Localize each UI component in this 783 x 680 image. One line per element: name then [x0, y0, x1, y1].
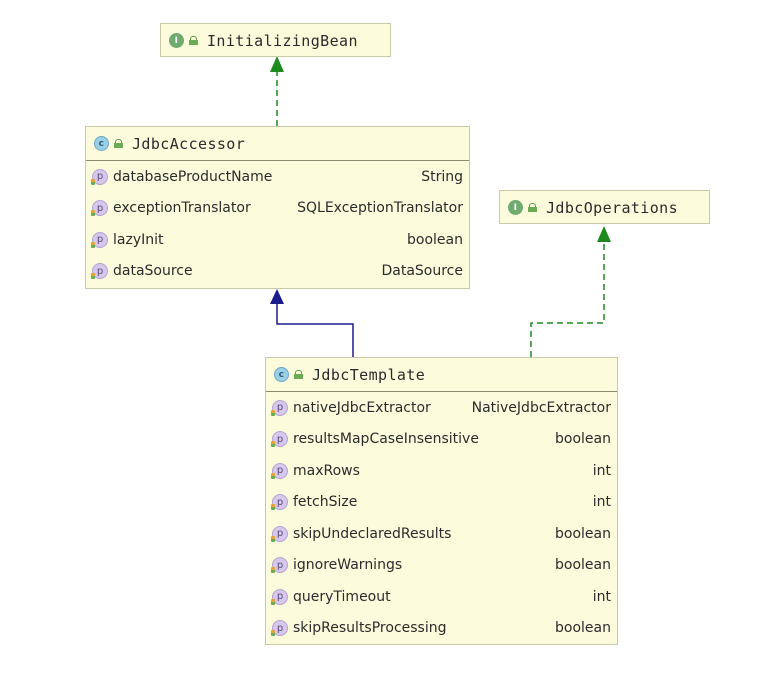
node-title-row: c JdbcAccessor [86, 127, 469, 161]
property-icon: p [271, 557, 288, 574]
public-lock-icon [528, 203, 537, 212]
class-icon: c [94, 136, 109, 151]
edge-jdbctemplate-extends-jdbcaccessor [270, 289, 354, 357]
member-row[interactable]: p lazyInit boolean [86, 224, 469, 256]
member-name: fetchSize [293, 494, 358, 511]
member-name: exceptionTranslator [113, 200, 251, 217]
member-row[interactable]: p exceptionTranslator SQLExceptionTransl… [86, 193, 469, 225]
property-icon: p [91, 231, 108, 248]
member-name: queryTimeout [293, 588, 391, 605]
member-list: p nativeJdbcExtractor NativeJdbcExtracto… [266, 392, 617, 644]
property-icon: p [271, 588, 288, 605]
member-row[interactable]: p dataSource DataSource [86, 256, 469, 288]
member-type: int [592, 588, 611, 605]
edge-jdbcaccessor-implements-initializingbean [270, 56, 284, 126]
member-row[interactable]: p resultsMapCaseInsensitive boolean [266, 424, 617, 456]
member-type: SQLExceptionTranslator [297, 200, 463, 217]
property-icon: p [91, 168, 108, 185]
node-title: InitializingBean [207, 31, 358, 50]
property-icon: p [271, 620, 288, 637]
member-name: maxRows [293, 462, 360, 479]
member-type: NativeJdbcExtractor [471, 399, 611, 416]
member-row[interactable]: p maxRows int [266, 455, 617, 487]
member-row[interactable]: p skipResultsProcessing boolean [266, 613, 617, 645]
extends-arrowhead [270, 289, 284, 304]
property-icon: p [271, 494, 288, 511]
interface-icon: I [508, 200, 523, 215]
property-icon: p [271, 399, 288, 416]
member-type: boolean [555, 620, 611, 637]
member-row[interactable]: p databaseProductName String [86, 161, 469, 193]
node-jdbcoperations[interactable]: I JdbcOperations [499, 190, 710, 224]
node-title: JdbcAccessor [132, 134, 246, 153]
member-name: resultsMapCaseInsensitive [293, 431, 479, 448]
member-row[interactable]: p queryTimeout int [266, 581, 617, 613]
member-name: dataSource [113, 263, 193, 280]
public-lock-icon [114, 139, 123, 148]
member-row[interactable]: p skipUndeclaredResults boolean [266, 518, 617, 550]
node-title: JdbcTemplate [312, 365, 426, 384]
property-icon: p [91, 263, 108, 280]
member-list: p databaseProductName String p exception… [86, 161, 469, 287]
property-icon: p [271, 462, 288, 479]
property-icon: p [271, 525, 288, 542]
property-icon: p [91, 200, 108, 217]
interface-icon: I [169, 33, 184, 48]
node-title: JdbcOperations [546, 198, 679, 217]
member-type: boolean [555, 431, 611, 448]
member-type: boolean [407, 231, 463, 248]
implements-arrowhead [270, 56, 284, 72]
member-type: int [592, 462, 611, 479]
member-type: boolean [555, 557, 611, 574]
node-jdbcaccessor[interactable]: c JdbcAccessor p databaseProductName Str… [85, 126, 470, 289]
member-name: databaseProductName [113, 168, 273, 185]
member-row[interactable]: p fetchSize int [266, 487, 617, 519]
member-row[interactable]: p ignoreWarnings boolean [266, 550, 617, 582]
member-name: skipResultsProcessing [293, 620, 447, 637]
edge-jdbctemplate-implements-jdbcoperations [530, 226, 611, 357]
member-row[interactable]: p nativeJdbcExtractor NativeJdbcExtracto… [266, 392, 617, 424]
implements-arrowhead [597, 226, 611, 242]
public-lock-icon [189, 36, 198, 45]
node-title-row: I JdbcOperations [500, 191, 709, 224]
member-type: int [592, 494, 611, 511]
node-title-row: c JdbcTemplate [266, 358, 617, 392]
property-icon: p [271, 431, 288, 448]
node-jdbctemplate[interactable]: c JdbcTemplate p nativeJdbcExtractor Nat… [265, 357, 618, 645]
member-name: nativeJdbcExtractor [293, 399, 431, 416]
public-lock-icon [294, 370, 303, 379]
member-name: lazyInit [113, 231, 164, 248]
node-initializingbean[interactable]: I InitializingBean [160, 23, 391, 57]
member-type: String [421, 168, 463, 185]
member-type: boolean [555, 525, 611, 542]
node-title-row: I InitializingBean [161, 24, 390, 57]
member-name: ignoreWarnings [293, 557, 403, 574]
member-type: DataSource [381, 263, 463, 280]
class-icon: c [274, 367, 289, 382]
member-name: skipUndeclaredResults [293, 525, 452, 542]
